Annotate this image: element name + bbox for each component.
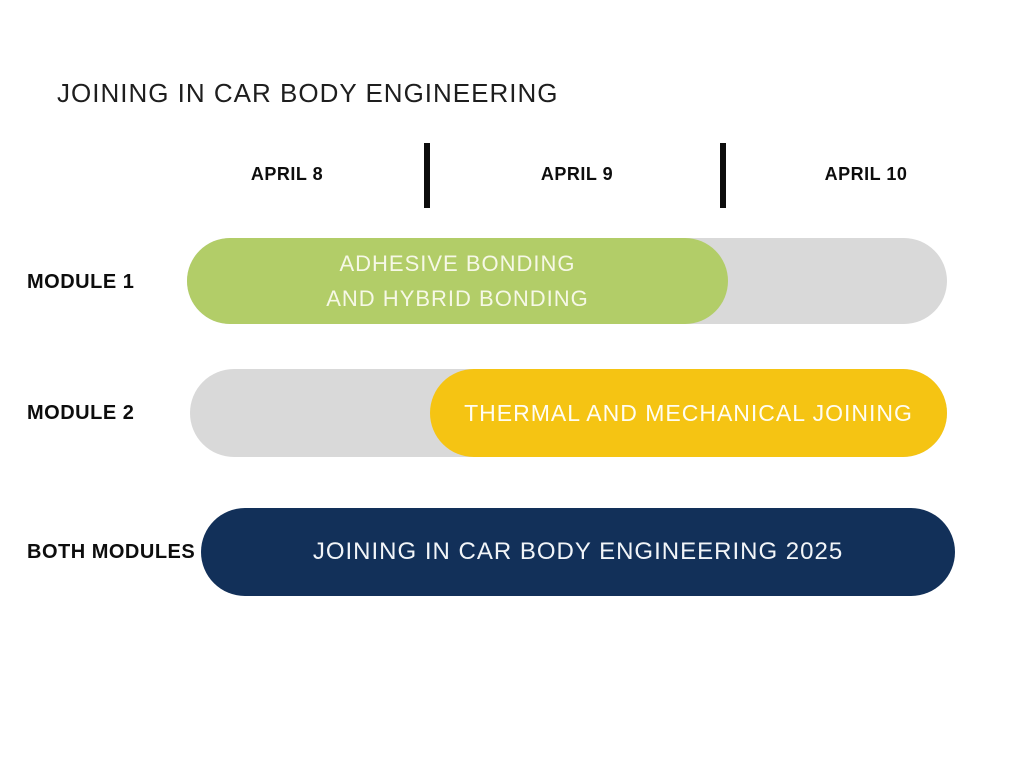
timeline-divider-2 <box>720 143 726 208</box>
gantt-bar-module-1-text-line-1: ADHESIVE BONDING <box>339 251 576 276</box>
gantt-bar-module-2: THERMAL AND MECHANICAL JOINING <box>430 369 947 457</box>
timeline-divider-1 <box>424 143 430 208</box>
timeline-label-april-10: APRIL 10 <box>824 164 908 184</box>
row-label-module-2: MODULE 2 <box>27 402 135 424</box>
timeline-label-april-9: APRIL 9 <box>540 164 614 184</box>
row-label-module-1: MODULE 1 <box>27 271 135 293</box>
gantt-bar-both-modules: JOINING IN CAR BODY ENGINEERING 2025 <box>201 508 955 596</box>
page-title: JOINING IN CAR BODY ENGINEERING <box>57 78 559 108</box>
row-label-both-modules: BOTH MODULES <box>27 541 196 563</box>
gantt-bar-module-2-text: THERMAL AND MECHANICAL JOINING <box>464 399 913 426</box>
timeline-label-april-8: APRIL 8 <box>250 164 324 184</box>
gantt-bar-module-1: ADHESIVE BONDING AND HYBRID BONDING <box>187 238 728 324</box>
gantt-bar-both-modules-text: JOINING IN CAR BODY ENGINEERING 2025 <box>312 538 844 565</box>
gantt-bar-module-1-text-line-2: AND HYBRID BONDING <box>326 286 589 311</box>
